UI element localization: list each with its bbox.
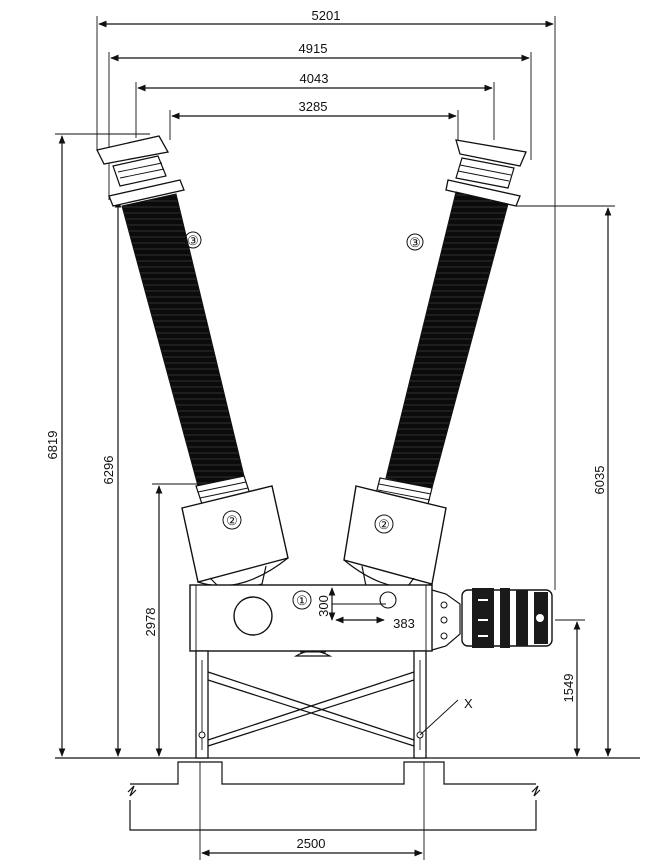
dim-label-2978: 2978 [143,608,158,637]
callout-support-x: X [464,696,473,711]
left-ct-housing [181,485,289,595]
dim-label-6296: 6296 [101,456,116,485]
dimension-6035: 6035 [515,205,615,757]
breaker-tank: 300 383 [189,584,461,657]
svg-text:③: ③ [409,235,421,250]
dim-label-6035: 6035 [592,466,607,495]
dim-label-3285: 3285 [299,99,328,114]
svg-text:②: ② [226,513,238,528]
dim-label-300: 300 [316,595,331,617]
callout-bushing-right: ③ [406,233,424,251]
foundation: 2500 [127,761,541,860]
callout-ct-left: ② [222,510,242,530]
dim-label-383: 383 [393,616,415,631]
svg-text:②: ② [378,517,390,532]
dimension-2978: 2978 [143,483,200,757]
callout-tank: ① [292,590,312,610]
dim-label-2500: 2500 [297,836,326,851]
dimension-4043: 4043 [135,71,495,140]
dim-label-1549: 1549 [561,674,576,703]
dimension-4915: 4915 [108,41,532,200]
dimension-1549: 1549 [555,619,585,757]
callout-bushing-left: ③ [184,231,202,249]
dim-label-4043: 4043 [300,71,329,86]
right-ct-housing [343,485,447,595]
svg-text:③: ③ [187,233,199,248]
operating-mechanism [461,588,553,648]
dimension-6819: 6819 [45,133,150,757]
left-bushing [96,135,251,505]
svg-text:①: ① [296,593,308,608]
support-frame [195,650,459,759]
dimension-6296: 6296 [101,199,122,757]
dimension-3285: 3285 [169,99,459,140]
dim-label-6819: 6819 [45,431,60,460]
svg-text:X: X [464,696,473,711]
callout-ct-right: ② [374,514,394,534]
right-bushing [375,139,527,505]
dim-label-5201: 5201 [312,8,341,23]
dim-label-4915: 4915 [299,41,328,56]
dimension-5201: 5201 [96,8,556,590]
